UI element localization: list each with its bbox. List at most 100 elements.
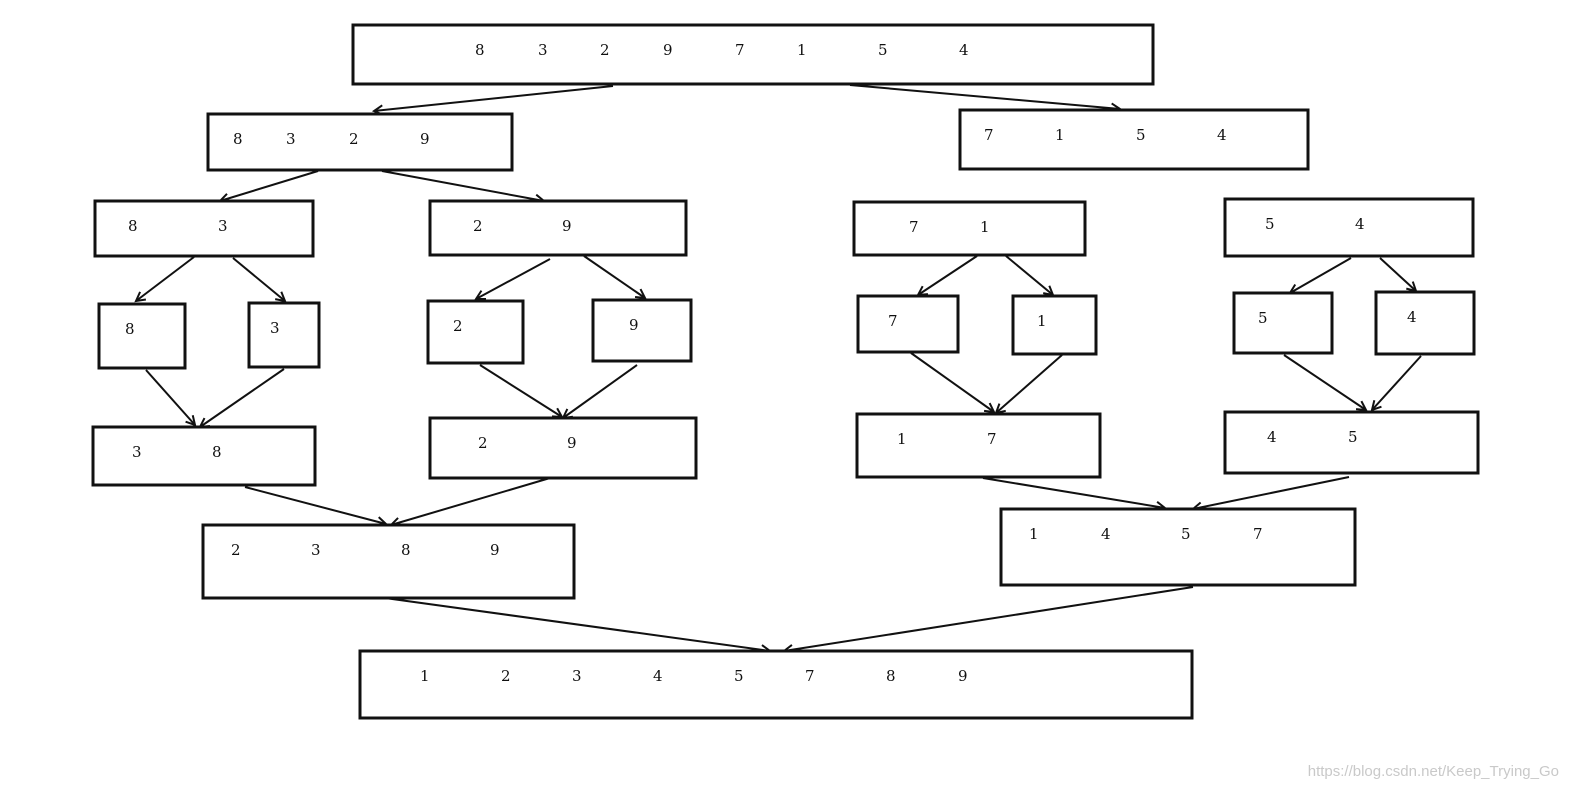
array-value: 5 [1258,309,1268,327]
array-value: 4 [1101,525,1111,543]
array-value: 2 [501,667,511,685]
array-box: 8 [97,302,187,370]
edge-arrow [145,369,196,426]
array-value: 7 [909,218,919,236]
array-value: 4 [653,667,663,685]
edge-arrow [390,477,551,526]
array-value: 2 [600,41,610,59]
array-box: 7 1 5 4 [958,108,1310,171]
array-value: 1 [1055,126,1065,144]
edge-arrow [232,257,286,302]
array-value: 1 [797,41,807,59]
array-value: 8 [125,320,135,338]
array-value: 7 [984,126,994,144]
array-value: 2 [478,434,488,452]
array-value: 9 [420,130,430,148]
arrowhead [185,415,197,427]
array-value: 9 [663,41,673,59]
edge-arrow [1283,354,1367,411]
array-box-border [358,649,1194,720]
array-value: 1 [420,667,430,685]
edge-arrow [917,255,978,296]
edge-arrow [479,364,563,418]
array-box-border [428,416,698,480]
array-value: 4 [1407,308,1417,326]
edge-arrow [1289,257,1352,294]
watermark: https://blog.csdn.net/Keep_Trying_Go [1307,763,1559,780]
array-value: 5 [1136,126,1146,144]
array-box: 2 [426,299,525,365]
edge-arrow [583,255,646,299]
array-box-border [999,507,1357,587]
array-value: 7 [888,312,898,330]
array-box-border [855,412,1102,479]
array-value: 5 [1348,428,1358,446]
edge-arrow [135,256,195,302]
array-box: 4 [1374,290,1476,356]
array-value: 4 [1217,126,1227,144]
edge-arrow [849,84,1121,110]
edge-arrow [982,477,1166,509]
array-value: 3 [286,130,296,148]
edge-arrow [562,364,638,419]
array-box-border [206,112,514,172]
array-value: 5 [878,41,888,59]
edge-arrow [910,352,995,413]
array-box-border [97,302,187,370]
array-value: 8 [233,130,243,148]
array-value: 1 [1037,312,1047,330]
array-box-border [201,523,576,600]
array-value: 3 [572,667,582,685]
arrowhead [1370,400,1382,412]
array-value: 8 [401,541,411,559]
array-value: 7 [1253,525,1263,543]
array-value: 5 [734,667,744,685]
edge-arrow [199,368,285,428]
array-value: 9 [490,541,500,559]
array-box: 5 [1232,291,1334,355]
array-box-border [856,294,960,354]
array-value: 7 [735,41,745,59]
array-box: 7 [856,294,960,354]
array-value: 3 [311,541,321,559]
edge-arrow [381,170,545,202]
array-value: 9 [629,316,639,334]
array-box-border [958,108,1310,171]
edge-arrow [1192,476,1350,510]
array-box-border [1232,291,1334,355]
array-value: 4 [1355,215,1365,233]
array-box: 1 [1011,294,1098,356]
arrowhead [134,291,147,303]
array-box-border [591,298,693,363]
array-value: 4 [1267,428,1277,446]
array-value: 9 [958,667,968,685]
arrowhead [274,291,287,303]
edge-arrow [384,597,771,652]
edge-arrow [1371,355,1422,411]
edge-arrow [1379,257,1417,292]
array-box-border [426,299,525,365]
array-value: 3 [218,217,228,235]
arrowhead [634,288,647,300]
arrowhead [983,402,996,414]
array-value: 4 [959,41,969,59]
array-value: 9 [567,434,577,452]
array-value: 1 [1029,525,1039,543]
arrowhead [474,290,487,301]
array-box-border [93,199,315,258]
edge-arrow [995,354,1063,414]
edge-arrow [475,258,551,300]
array-value: 8 [886,667,896,685]
edges [134,84,1422,656]
array-box-border [247,301,321,369]
